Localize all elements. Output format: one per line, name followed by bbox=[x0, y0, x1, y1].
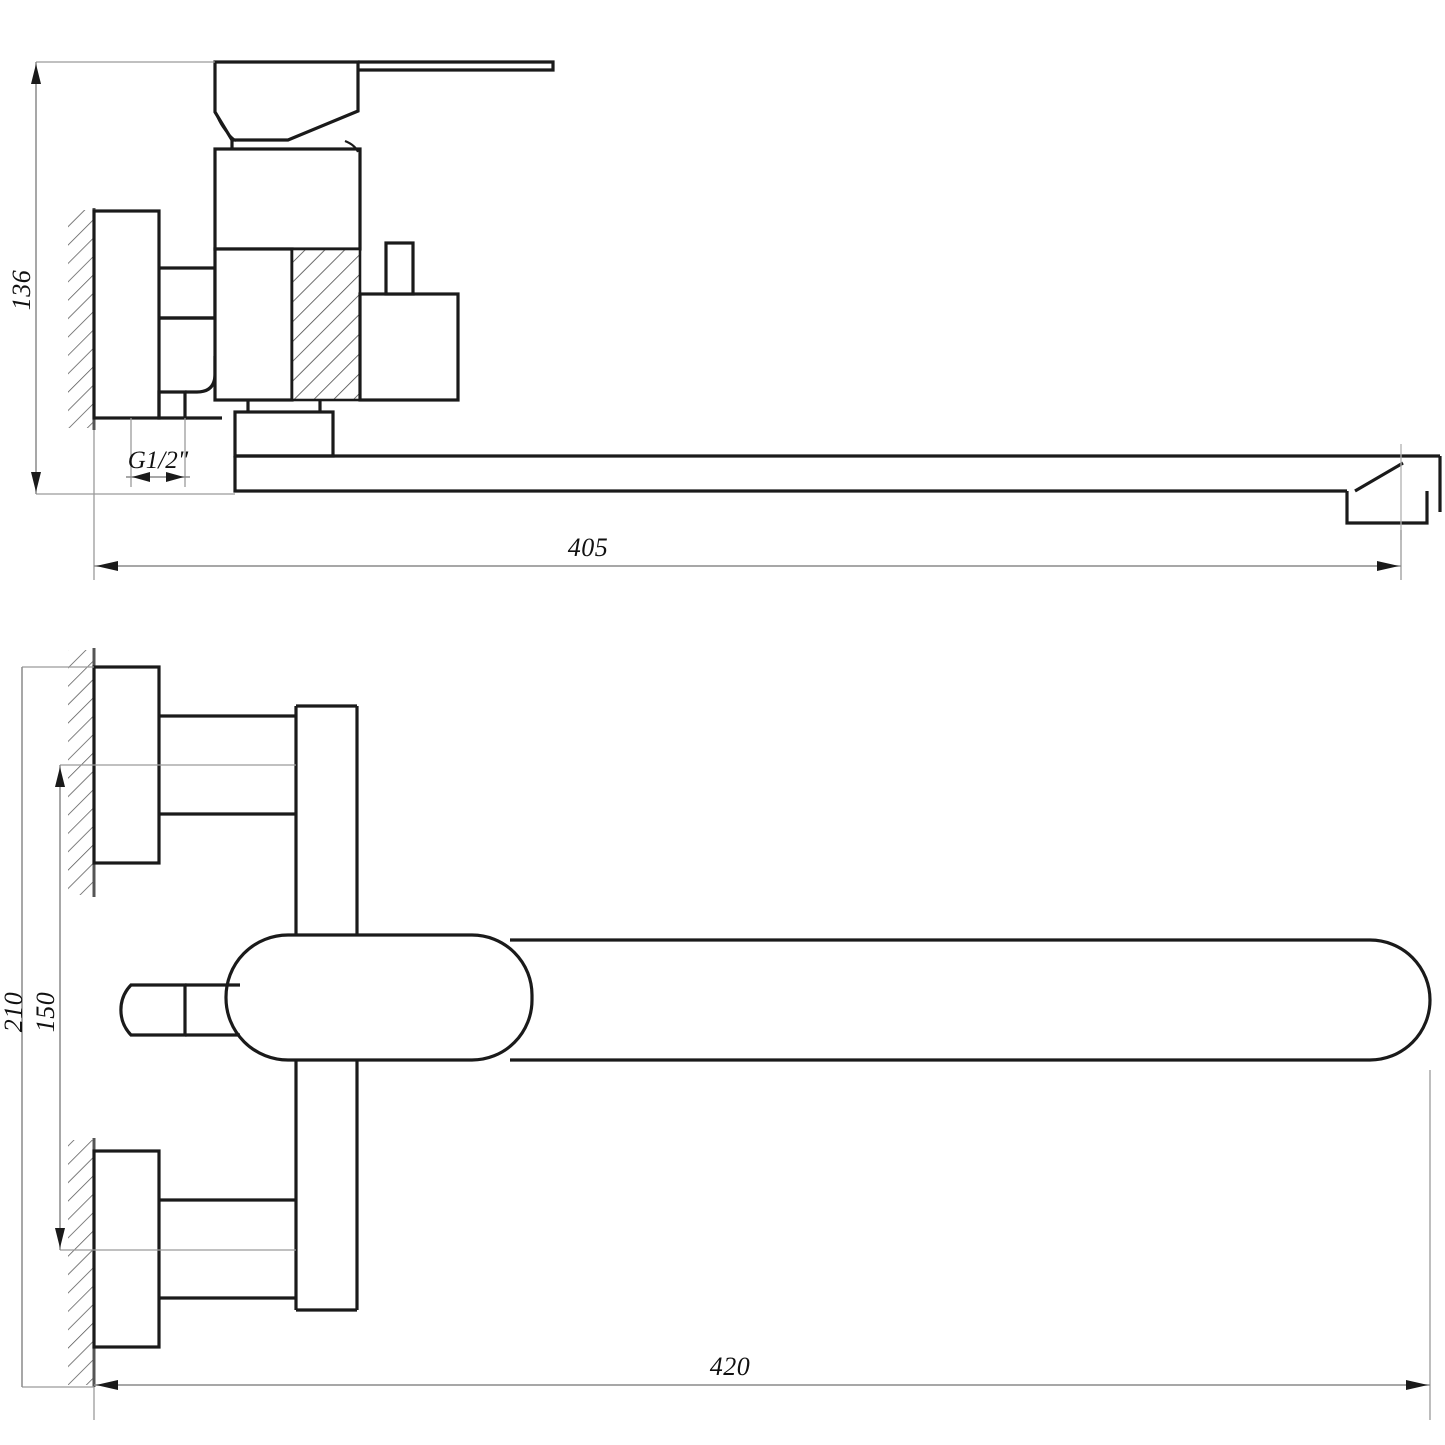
spout-arm-plan bbox=[510, 938, 1432, 1062]
eccentric-connectors-elevation bbox=[159, 266, 217, 320]
eccentric-arm-plan-upper bbox=[159, 714, 296, 816]
elevation-view: 136 G1/2" 405 bbox=[7, 60, 1442, 580]
spout-collar-elevation bbox=[233, 400, 335, 458]
mixer-body-elevation bbox=[213, 147, 362, 402]
dimension-label-136: 136 bbox=[7, 270, 36, 311]
lever-handle-plan bbox=[119, 983, 240, 1037]
wall-flange-plan-lower bbox=[92, 1149, 161, 1349]
wall-flange-elevation bbox=[92, 209, 161, 420]
lever-handle-elevation bbox=[213, 60, 555, 153]
inlet-nipple-elevation bbox=[157, 356, 222, 420]
dimension-label-150: 150 bbox=[31, 992, 60, 1033]
wall-plan-lower bbox=[68, 1138, 96, 1387]
dimension-height-136: 136 bbox=[7, 61, 235, 495]
diverter-block-elevation bbox=[358, 241, 460, 402]
eccentric-arm-plan-lower bbox=[159, 1198, 296, 1300]
dimension-label-g12: G1/2" bbox=[128, 447, 189, 474]
dimension-reach-405: 405 bbox=[93, 430, 1402, 580]
dimension-thread-g12: G1/2" bbox=[126, 418, 190, 487]
dimension-label-405: 405 bbox=[568, 533, 609, 562]
dimension-length-420: 420 bbox=[93, 1070, 1431, 1420]
spout-arm-elevation bbox=[233, 454, 1442, 512]
mixer-body-plan bbox=[224, 933, 534, 1062]
wall-elevation bbox=[68, 208, 96, 430]
aerator-elevation bbox=[1345, 461, 1429, 525]
dimension-width-210: 210 bbox=[0, 666, 94, 1388]
dimension-label-420: 420 bbox=[710, 1352, 751, 1381]
dimension-label-210: 210 bbox=[0, 992, 28, 1033]
dimension-spacing-150: 150 bbox=[31, 764, 296, 1251]
plan-view: 210 150 420 bbox=[0, 648, 1432, 1420]
wall-plan-upper bbox=[68, 648, 96, 897]
